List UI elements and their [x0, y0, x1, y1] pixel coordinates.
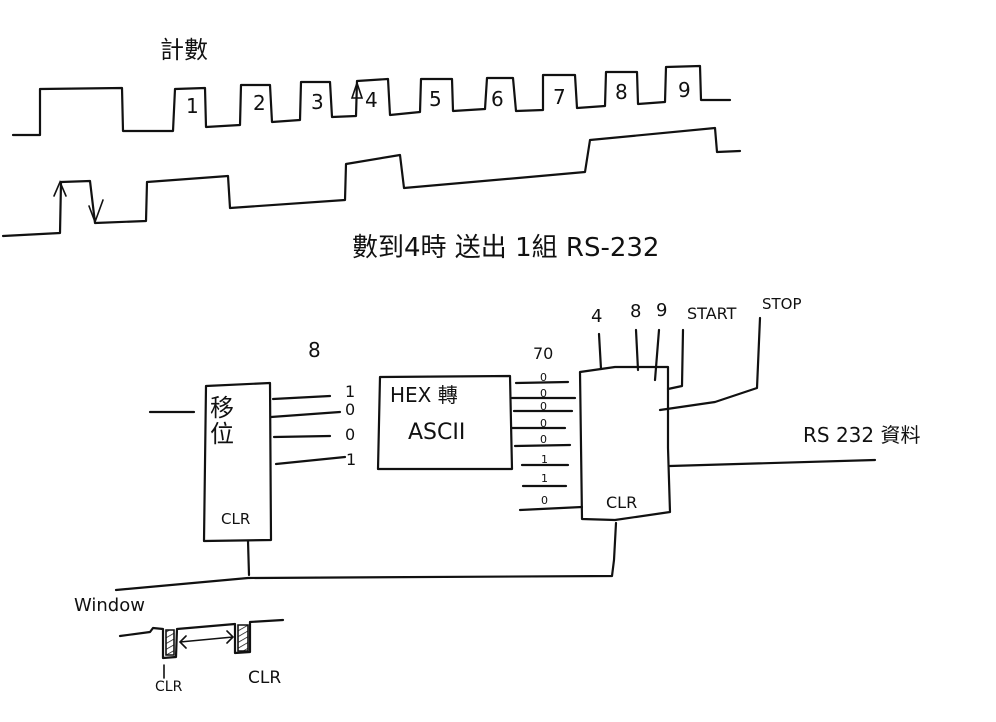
count-label: 9 [678, 78, 691, 102]
serializer-input-9: 9 [656, 300, 668, 321]
window-pulse-right [237, 624, 249, 652]
rs232-output-line [668, 458, 877, 468]
rise-arrow [53, 179, 67, 197]
count-label: 3 [311, 90, 324, 114]
window-label: Window [74, 595, 145, 616]
shift-register-box [202, 381, 273, 543]
hex-converter-box [376, 374, 514, 471]
clr-bus [114, 521, 618, 592]
window-clr-left: CLR [155, 679, 183, 695]
window-waveform [118, 618, 285, 660]
serializer-box [578, 365, 672, 522]
count-title: 計數 [160, 36, 208, 64]
count-label: 1 [186, 94, 199, 118]
ascii-bit: 0 [541, 494, 548, 507]
serializer-input-stop: STOP [762, 295, 802, 313]
rising-edge-arrow [350, 80, 364, 99]
timing-caption: 數到4時 送出 1組 RS-232 [352, 233, 660, 263]
count-label: 5 [429, 87, 442, 111]
window-clr-right: CLR [248, 668, 282, 688]
converter-output-lines [510, 380, 584, 512]
serializer-input-start: START [687, 304, 737, 323]
rs232-output-label: RS 232 資料 [803, 423, 921, 447]
hex-converter-line1: HEX 轉 [390, 383, 458, 407]
shift-bit: 0 [345, 400, 356, 419]
ascii-bit: 0 [540, 400, 547, 413]
count-label: 2 [253, 91, 266, 115]
count-label: 7 [553, 85, 566, 109]
ascii-bit: 1 [541, 453, 548, 466]
ascii-bit: 0 [540, 417, 547, 430]
shift-bit: 1 [346, 450, 357, 469]
shift-bit: 1 [345, 382, 356, 401]
window-pulse-left [165, 629, 175, 656]
shift-output-lines [269, 394, 347, 466]
shift-register-clr: CLR [221, 510, 251, 528]
count-label: 8 [615, 80, 628, 104]
fall-arrow [88, 199, 104, 225]
serializer-input-8: 8 [630, 301, 642, 322]
window-span-arrow [178, 630, 235, 649]
serializer-input-lines [597, 316, 762, 412]
shift-register-top-label: 8 [308, 338, 321, 362]
ascii-bit: 1 [541, 472, 548, 485]
ascii-bit: 0 [540, 433, 547, 446]
hex-converter-line2: ASCII [408, 420, 466, 445]
serializer-clr: CLR [606, 493, 638, 512]
hex-converter-top-label: 70 [533, 344, 554, 363]
count-label: 6 [491, 87, 504, 111]
shift-bit: 0 [345, 425, 356, 444]
serializer-input-4: 4 [591, 306, 603, 327]
shift-register-name: 移位 [210, 394, 234, 449]
ascii-bit: 0 [540, 387, 547, 400]
count-clock-waveform [11, 64, 732, 137]
count-label: 4 [365, 88, 378, 112]
data-waveform [1, 126, 742, 238]
ascii-bit: 0 [540, 371, 547, 384]
